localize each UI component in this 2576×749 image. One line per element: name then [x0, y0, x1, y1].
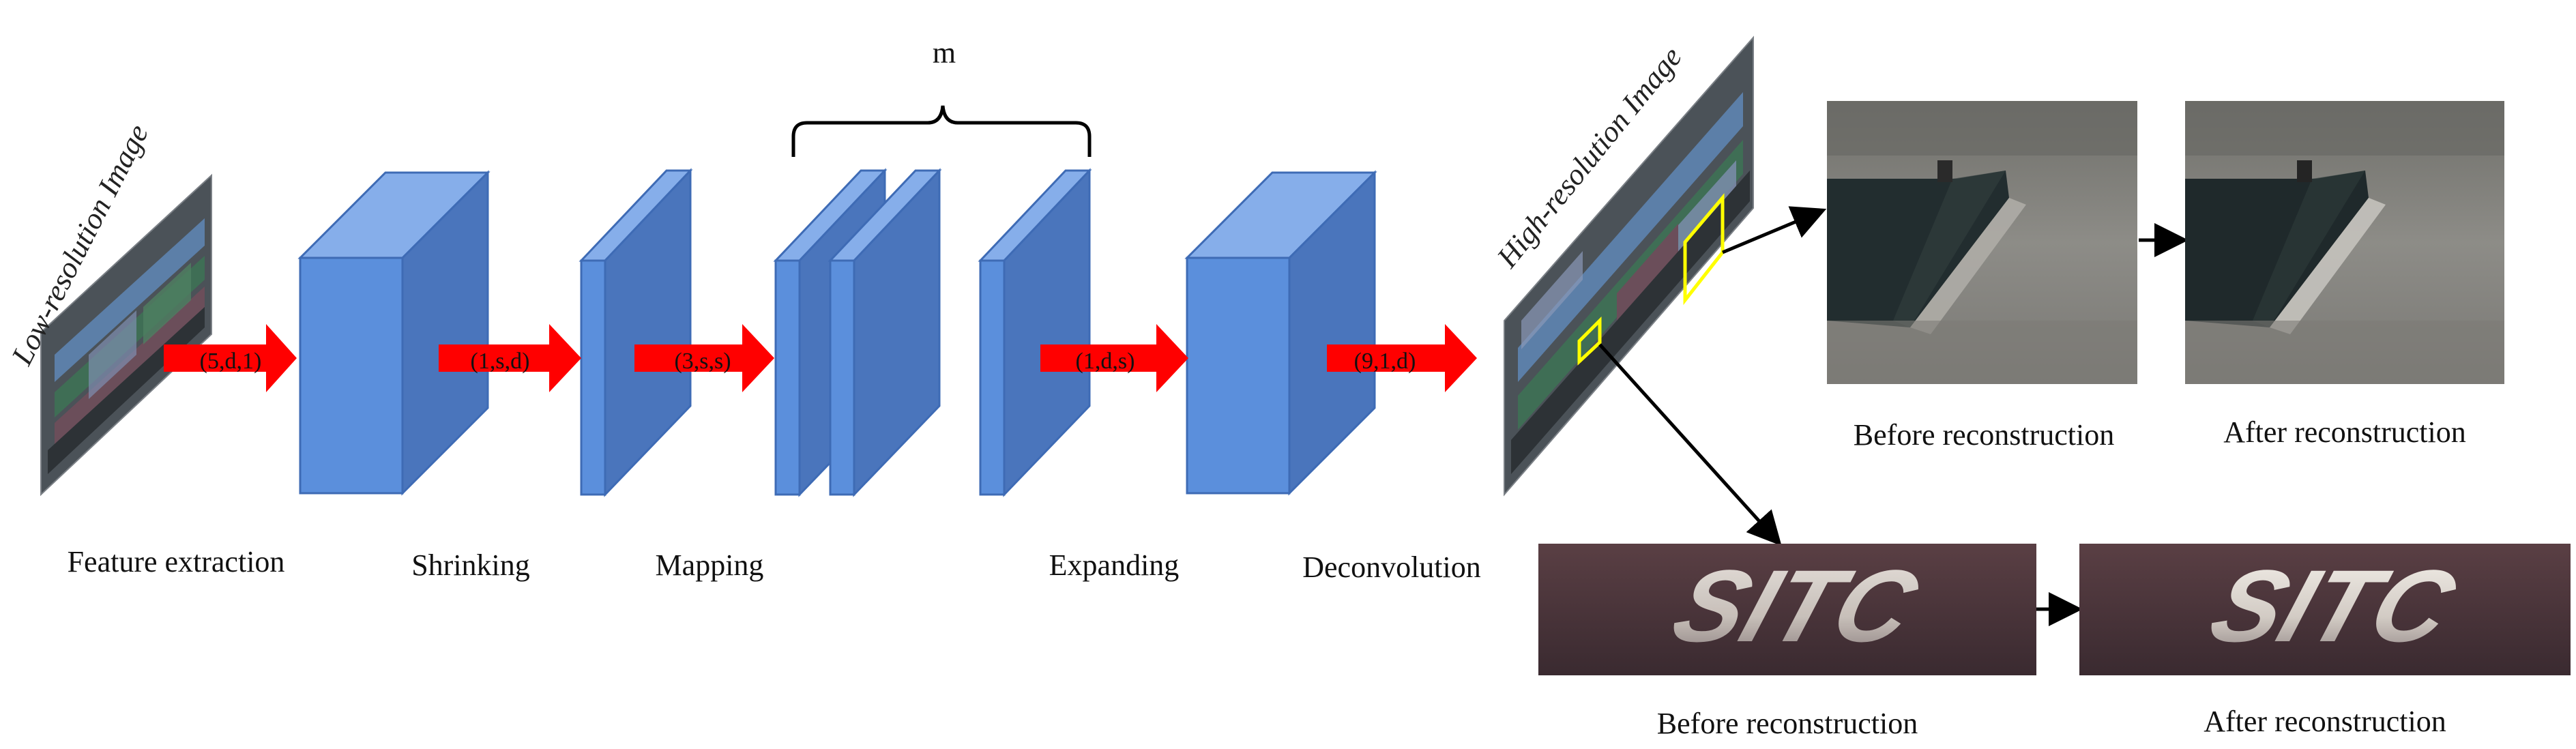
label-mapping: Mapping	[656, 548, 764, 582]
arrow-label-deconvolution: (9,1,d)	[1354, 349, 1416, 374]
caption-top-before: Before reconstruction	[1854, 418, 2114, 452]
mapping-block-4	[978, 168, 1092, 497]
mapping-repeat-label: m	[933, 36, 956, 70]
bottom-after-crop: SITC	[2079, 544, 2571, 675]
caption-bottom-after: After reconstruction	[2204, 705, 2446, 738]
arrow-label-feature-extraction: (5,d,1)	[200, 349, 262, 374]
arrow-label-mapping: (3,s,s)	[674, 349, 731, 374]
label-expanding: Expanding	[1049, 548, 1180, 582]
bottom-after-crop-text: SITC	[2197, 549, 2469, 664]
mapping-brace	[791, 105, 1092, 157]
caption-bottom-before: Before reconstruction	[1657, 707, 1918, 740]
top-before-crop	[1827, 101, 2137, 384]
low-resolution-image	[40, 173, 212, 497]
bottom-before-crop: SITC	[1538, 544, 2036, 675]
expanding-block	[1184, 170, 1377, 496]
arrow-feature-extraction	[164, 324, 297, 392]
label-deconvolution: Deconvolution	[1302, 550, 1481, 584]
arrow-deconvolution	[1327, 324, 1477, 392]
mapping-block-1	[579, 168, 693, 497]
connector-bottom	[1598, 343, 1782, 546]
connector-top	[1722, 206, 1827, 254]
highlight-box-bottom	[1577, 316, 1602, 366]
arrow-expanding	[1040, 324, 1188, 392]
arrow-label-expanding: (1,d,s)	[1076, 349, 1135, 374]
top-after-crop	[2185, 101, 2504, 384]
arrow-shrinking	[439, 324, 581, 392]
arrow-mapping	[634, 324, 774, 392]
label-shrinking: Shrinking	[411, 548, 530, 582]
caption-top-after: After reconstruction	[2223, 415, 2466, 449]
shrinking-block	[297, 170, 491, 496]
arrow-label-shrinking: (1,s,d)	[471, 349, 530, 374]
bottom-before-crop-text: SITC	[1660, 549, 1931, 664]
label-feature-extraction: Feature extraction	[68, 545, 285, 578]
mapping-block-3	[828, 168, 942, 497]
